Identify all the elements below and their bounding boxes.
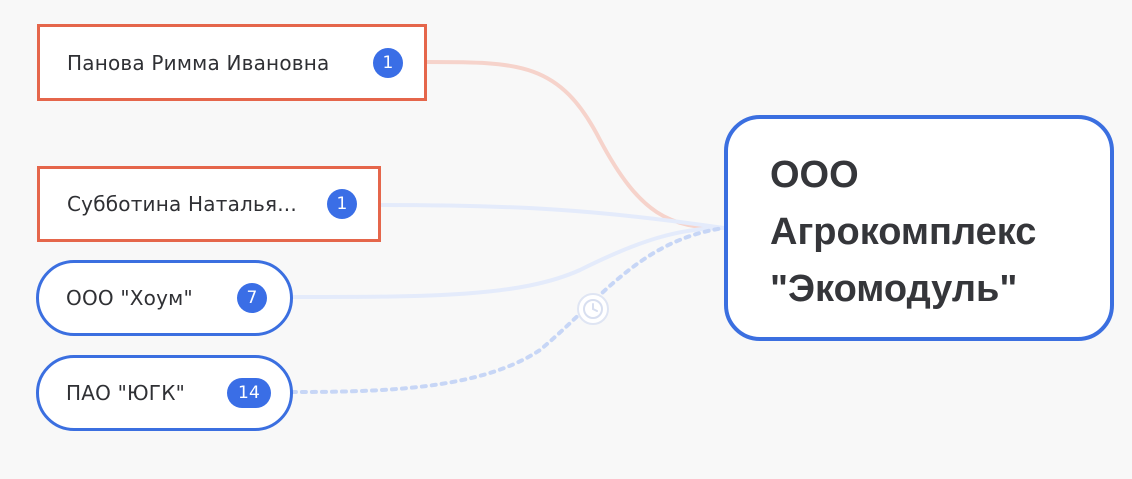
link-subbotina xyxy=(379,203,725,230)
node-panova[interactable]: Панова Римма Ивановна 1 xyxy=(37,24,427,101)
link-ugk xyxy=(290,226,726,394)
node-subbotina[interactable]: Субботина Наталья... 1 xyxy=(37,166,381,242)
node-houm[interactable]: ООО "Хоум" 7 xyxy=(36,260,293,336)
link-panova xyxy=(425,60,725,230)
node-label: ООО "Хоум" xyxy=(66,286,193,310)
link-houm xyxy=(291,226,725,299)
count-badge: 1 xyxy=(327,189,357,219)
count-badge: 14 xyxy=(227,378,271,408)
node-label: ПАО "ЮГК" xyxy=(66,381,186,405)
count-badge: 1 xyxy=(373,47,403,78)
target-company-title: ООО Агрокомплекс "Экомодуль" xyxy=(770,154,1037,310)
node-ugk[interactable]: ПАО "ЮГК" 14 xyxy=(36,355,293,431)
node-label: Субботина Наталья... xyxy=(67,192,297,216)
node-label: Панова Римма Ивановна xyxy=(67,50,330,75)
target-company-node[interactable]: ООО Агрокомплекс "Экомодуль" xyxy=(724,115,1114,341)
count-badge: 7 xyxy=(237,283,267,313)
clock-icon[interactable] xyxy=(576,292,610,326)
